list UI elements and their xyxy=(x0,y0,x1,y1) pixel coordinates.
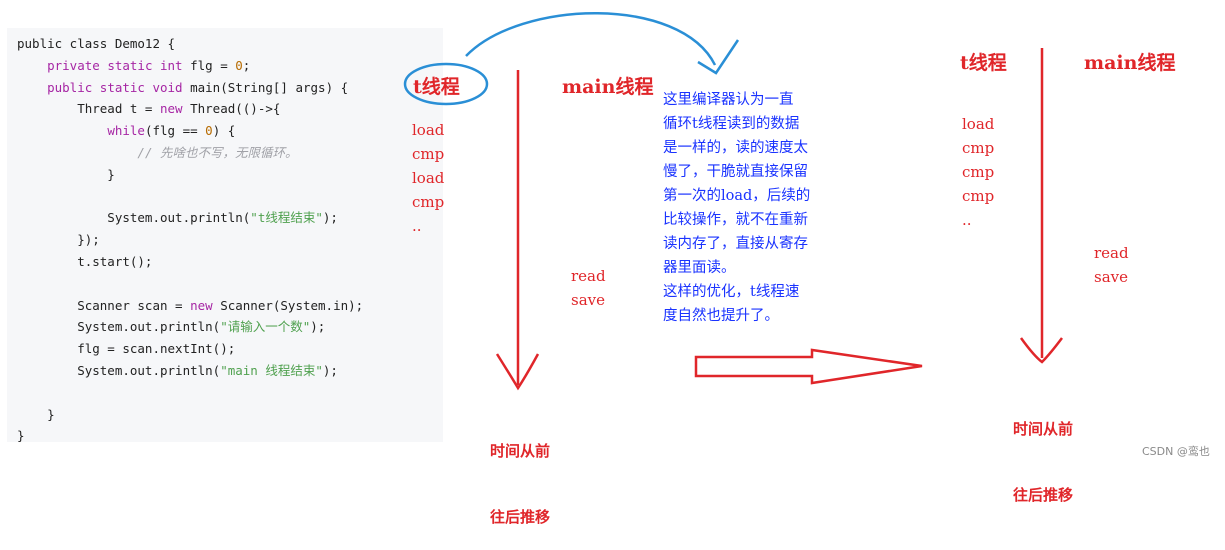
explanation-line: 度自然也提升了。 xyxy=(663,308,779,324)
code-token: "t线程结束" xyxy=(250,210,323,226)
right-time-label-line2: 往后推移 xyxy=(1013,486,1074,504)
explanation-line: 这样的优化，t线程速 xyxy=(663,284,800,300)
left-main-op: read xyxy=(571,267,606,285)
explanation-text: 这里编译器认为一直循环t线程读到的数据是一样的，读的速度太慢了，干脆就直接保留第… xyxy=(663,88,810,328)
code-token: flg = xyxy=(182,57,236,73)
code-token: System.out.println( xyxy=(17,319,221,335)
code-line: }); xyxy=(17,231,100,249)
left-time-label-line2: 往后推移 xyxy=(490,508,551,526)
watermark: CSDN @鸾也 xyxy=(1142,445,1210,458)
right-main-op: read xyxy=(1094,244,1129,262)
explanation-line: 循环t线程读到的数据 xyxy=(663,116,800,132)
left-time-label: 时间从前 往后推移 xyxy=(490,396,550,550)
right-main-op: save xyxy=(1094,268,1128,286)
code-line: Scanner scan = new Scanner(System.in); xyxy=(17,297,363,315)
code-line: t.start(); xyxy=(17,253,152,271)
code-token: ); xyxy=(322,210,338,226)
right-t-thread-label: t线程 xyxy=(960,52,1007,74)
explanation-line: 读内存了，直接从寄存 xyxy=(663,236,808,252)
code-token: new xyxy=(160,101,183,117)
right-main-thread-label: main线程 xyxy=(1084,52,1176,74)
code-line: // 先啥也不写，无限循环。 xyxy=(17,144,298,162)
left-main-thread-label: main线程 xyxy=(562,76,654,98)
code-token: ); xyxy=(310,319,326,335)
explanation-line: 是一样的，读的速度太 xyxy=(663,140,808,156)
left-t-thread-label: t线程 xyxy=(413,76,460,98)
code-line: Thread t = new Thread(()->{ xyxy=(17,100,280,118)
code-token: } xyxy=(17,428,25,444)
code-token: Thread t = xyxy=(17,101,160,117)
code-token: Scanner(System.in); xyxy=(212,297,364,313)
code-token: while xyxy=(107,123,145,139)
code-line: } xyxy=(17,406,55,424)
code-token: 0 xyxy=(235,57,243,73)
code-line: System.out.println("请输入一个数"); xyxy=(17,318,325,336)
curved-blue-arrow xyxy=(465,12,717,66)
t-label-circle xyxy=(403,62,489,106)
code-token: "请输入一个数" xyxy=(220,319,311,335)
code-line: System.out.println("main 线程结束"); xyxy=(17,362,338,380)
code-token: new xyxy=(190,297,213,313)
left-t-op: load xyxy=(412,169,445,187)
code-token: }); xyxy=(17,232,100,248)
code-token: public class Demo12 { xyxy=(17,36,176,51)
code-token: Scanner scan = xyxy=(17,297,191,313)
right-t-op: .. xyxy=(962,211,972,229)
code-line: flg = scan.nextInt(); xyxy=(17,340,235,358)
right-t-op: cmp xyxy=(962,139,995,157)
code-token: "main 线程结束" xyxy=(220,363,323,378)
code-token: // 先啥也不写，无限循环。 xyxy=(137,145,298,160)
diagram-shapes xyxy=(403,12,1063,391)
code-token: main(String[] args) { xyxy=(182,79,349,95)
code-token: Thread(()->{ xyxy=(182,101,281,117)
left-t-op: cmp xyxy=(412,145,445,163)
right-t-op: cmp xyxy=(962,187,995,205)
left-main-op: save xyxy=(571,291,605,309)
explanation-line: 第一次的load，后续的 xyxy=(663,188,811,204)
code-line: private static int flg = 0; xyxy=(17,57,250,75)
left-t-ops-list: load cmp load cmp.. xyxy=(412,118,444,238)
code-line: System.out.println("t线程结束"); xyxy=(17,209,338,227)
explanation-line: 这里编译器认为一直 xyxy=(663,92,794,108)
right-time-arrow-head xyxy=(1019,337,1063,364)
right-t-op: cmp xyxy=(962,163,995,181)
left-t-op: load xyxy=(412,121,445,139)
code-token: public static void xyxy=(47,79,183,95)
code-token: t.start(); xyxy=(17,254,153,269)
right-main-ops-list: read save xyxy=(1094,241,1129,289)
code-token: } xyxy=(17,166,115,182)
code-line: } xyxy=(17,427,25,445)
code-line: } xyxy=(17,166,115,184)
code-token: System.out.println( xyxy=(17,210,251,226)
transition-hollow-arrow xyxy=(694,348,923,385)
code-panel xyxy=(7,28,443,442)
code-token: ); xyxy=(322,363,338,378)
right-t-ops-list: load cmp cmp cmp.. xyxy=(962,112,994,232)
left-time-label-line1: 时间从前 xyxy=(490,442,551,460)
explanation-line: 慢了，干脆就直接保留 xyxy=(663,164,808,180)
left-t-op: cmp xyxy=(412,193,445,211)
code-token: ) { xyxy=(212,123,236,139)
code-token: (flg == xyxy=(144,123,206,139)
right-time-label-line1: 时间从前 xyxy=(1013,420,1074,438)
explanation-line: 比较操作，就不在重新 xyxy=(663,212,808,228)
code-line: public class Demo12 { xyxy=(17,35,175,53)
code-token: private static int xyxy=(47,57,183,73)
code-token: 0 xyxy=(205,123,213,139)
left-main-ops-list: read save xyxy=(571,264,606,312)
code-line: while(flg == 0) { xyxy=(17,122,235,140)
right-t-op: load xyxy=(962,115,995,133)
code-token: System.out.println( xyxy=(17,363,221,378)
left-time-arrow-head xyxy=(495,353,540,391)
code-line: public static void main(String[] args) { xyxy=(17,79,348,97)
code-token: ; xyxy=(242,57,251,73)
curved-blue-arrow-head xyxy=(697,39,740,75)
code-token: } xyxy=(17,406,55,422)
explanation-line: 器里面读。 xyxy=(663,260,736,276)
left-t-op: .. xyxy=(412,217,422,235)
code-token: flg = scan.nextInt(); xyxy=(17,341,236,357)
right-time-label: 时间从前 往后推移 xyxy=(1013,374,1073,528)
